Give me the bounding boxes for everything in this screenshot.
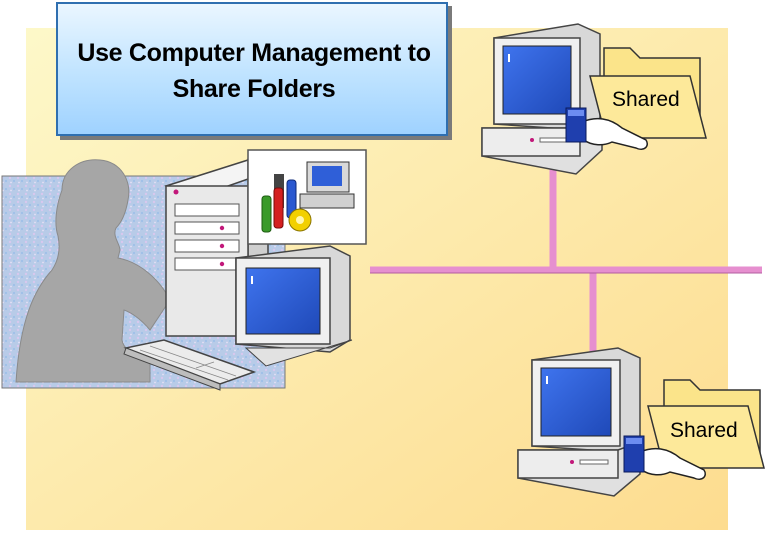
slide-title-line-2: Share Folders [172, 75, 336, 103]
person-silhouette-icon [15, 159, 171, 383]
title-box: Use Computer Management to Share Folders [56, 2, 448, 136]
admin-monitor [235, 245, 353, 367]
keyboard-icon [123, 339, 257, 391]
folder-icon: Shared [589, 47, 707, 139]
share-hand-icon [623, 435, 706, 481]
folder-icon: Shared [647, 379, 765, 469]
remote-computer-2 [517, 347, 641, 497]
remote-computer-1 [481, 23, 603, 175]
network-lines [370, 160, 762, 360]
share-hand-icon [565, 107, 648, 151]
computer-management-tools-icon [247, 149, 367, 245]
shared-folder-label-1: Shared [612, 88, 680, 111]
slide-title: Use Computer Management to Share Folders [58, 4, 450, 138]
shared-folder-label-2: Shared [670, 419, 738, 442]
slide-title-line-1: Use Computer Management to [77, 39, 431, 67]
